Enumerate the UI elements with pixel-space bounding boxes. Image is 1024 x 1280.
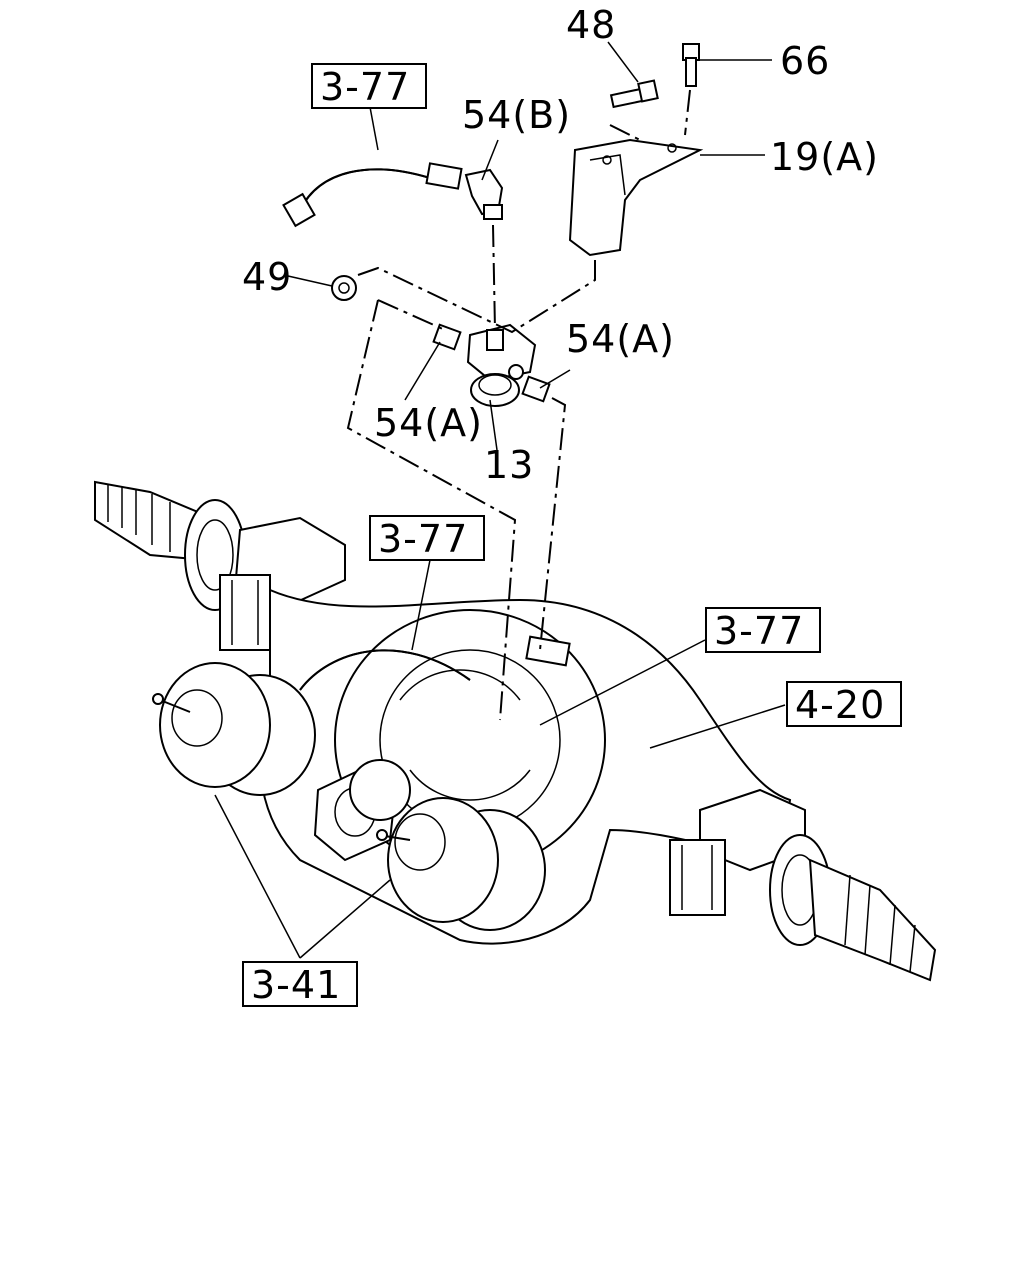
- callout-54b: 54(B): [462, 93, 571, 137]
- callout-54a-right: 54(A): [566, 317, 675, 361]
- reference-boxes: 3-77 3-77 3-77 4-20 3-41: [242, 63, 902, 1007]
- callout-48: 48: [566, 3, 616, 47]
- bolt-48: [609, 79, 659, 109]
- callout-19a: 19(A): [770, 135, 879, 179]
- callout-66: 66: [780, 39, 830, 83]
- lower-air-hose: [299, 649, 471, 691]
- assembly-lines: [346, 89, 691, 721]
- bolt-66: [682, 43, 700, 87]
- callout-labels: 48 66 19(A) 54(B) 49 54(A) 54(A) 13: [242, 3, 879, 487]
- upper-air-hose: [282, 162, 463, 228]
- leader-lines: [214, 41, 786, 959]
- relay-valve-13: [466, 323, 537, 407]
- callout-54a-left: 54(A): [374, 401, 483, 445]
- right-brake-chamber: [376, 797, 546, 931]
- svg-text:3-77: 3-77: [378, 517, 468, 561]
- ref-box-4-20: 4-20: [786, 681, 902, 727]
- ref-box-3-77-top: 3-77: [311, 63, 427, 109]
- ref-box-3-77-right: 3-77: [705, 607, 821, 653]
- bracket-19a: [568, 138, 704, 257]
- svg-text:3-77: 3-77: [320, 65, 410, 109]
- svg-text:4-20: 4-20: [795, 683, 885, 727]
- nut-49: [331, 275, 357, 301]
- callout-49: 49: [242, 255, 292, 299]
- left-brake-chamber: [152, 662, 316, 796]
- callout-13: 13: [484, 443, 534, 487]
- svg-text:3-41: 3-41: [251, 963, 341, 1007]
- elbow-fitting-54b: [464, 168, 504, 220]
- ref-box-3-41: 3-41: [242, 961, 358, 1007]
- right-spindle: [769, 834, 937, 982]
- fitting-54a-left: [432, 323, 462, 351]
- fitting-54a-right: [521, 375, 551, 403]
- pinion-flange: [313, 759, 411, 862]
- ref-box-3-77-mid: 3-77: [369, 515, 485, 561]
- svg-text:3-77: 3-77: [714, 609, 804, 653]
